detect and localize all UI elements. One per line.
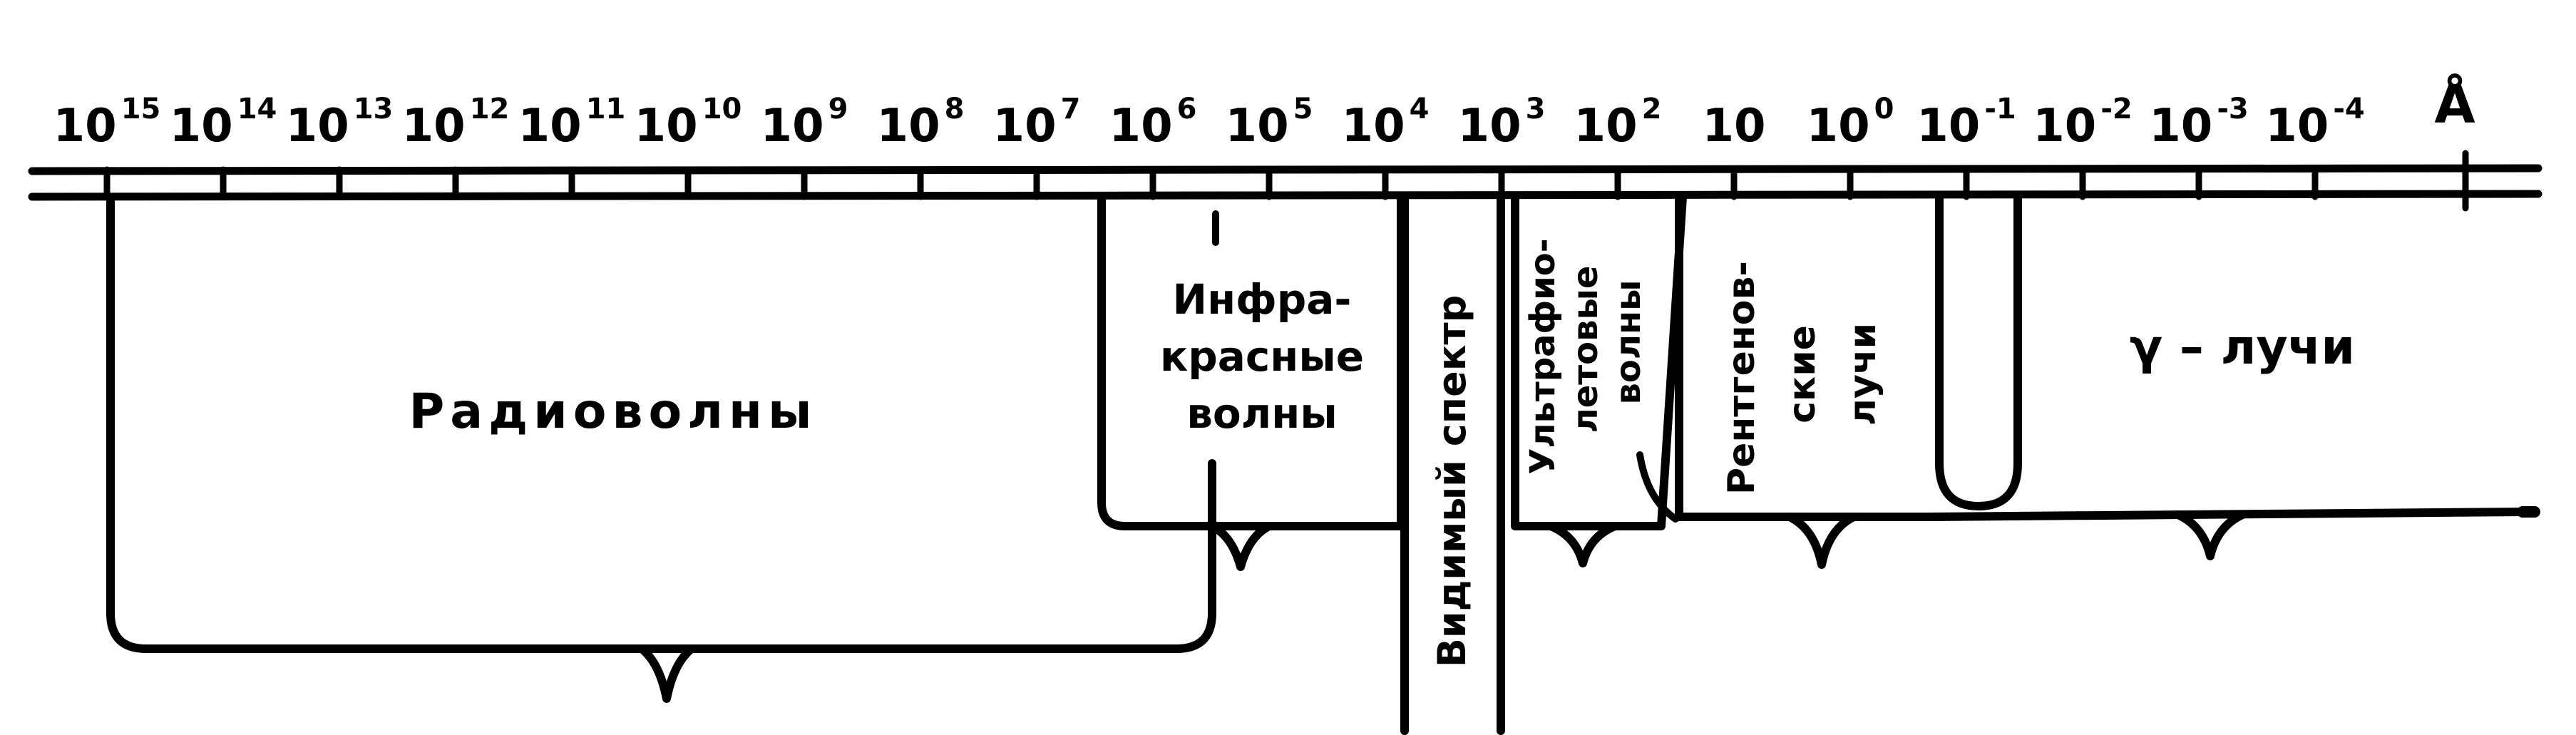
infrared-frame xyxy=(1097,195,1405,530)
infrared-label-line-2: красные xyxy=(1160,332,1364,381)
tick-exponent: 14 xyxy=(237,93,277,125)
tick-exponent: -4 xyxy=(2333,93,2364,125)
tick-exponent: 15 xyxy=(121,93,161,125)
scale-tick-label: 10-1 xyxy=(1916,93,2016,153)
radio-waves-frame xyxy=(106,195,1216,653)
tick-base: 10 xyxy=(402,100,466,153)
visible-spectrum-label: Видимый спектр xyxy=(1430,295,1474,668)
scale-upper-rail xyxy=(28,164,2542,175)
tick-exponent: 10 xyxy=(702,93,742,125)
tick-exponent: -3 xyxy=(2217,93,2248,125)
tick-base: 10 xyxy=(1807,100,1870,153)
tick-exponent: 11 xyxy=(586,93,626,125)
tick-exponent: 13 xyxy=(354,93,394,125)
ultraviolet-pointer xyxy=(1636,451,1679,523)
infrared-label-line-1: Инфра- xyxy=(1173,275,1352,324)
xray-label-line-1: Рентгенов- xyxy=(1720,261,1763,495)
tick-base: 10 xyxy=(877,100,940,153)
gamma-baseline xyxy=(1924,508,2528,521)
xray-label-line-2: ские xyxy=(1781,325,1824,423)
scale-tick-label: 10-2 xyxy=(2033,93,2133,153)
tick-exponent: 4 xyxy=(1410,93,1430,125)
tick-base: 10 xyxy=(53,100,117,153)
tick-exponent: 6 xyxy=(1177,93,1197,125)
tick-exponent: 2 xyxy=(1642,93,1662,125)
tick-base: 10 xyxy=(2149,100,2212,153)
tick-base: 10 xyxy=(993,100,1057,153)
gamma-rays-label: γ – лучи xyxy=(2130,319,2355,376)
radio-waves-label: Радиоволны xyxy=(409,384,817,440)
region-labels: Радиоволны Инфра- красные волны Видимый … xyxy=(409,238,2355,667)
tick-base: 10 xyxy=(286,100,349,153)
scale-tick-label: 10-3 xyxy=(2149,93,2249,153)
tick-base: 10 xyxy=(1109,100,1173,153)
infrared-brace xyxy=(1208,522,1273,571)
tick-base: 10 xyxy=(761,100,824,153)
tick-exponent: 8 xyxy=(945,93,965,125)
tick-exponent: 12 xyxy=(470,93,510,125)
gamma-u-bracket xyxy=(1935,192,2022,510)
tick-exponent: 5 xyxy=(1293,93,1313,125)
ultraviolet-label-line-2: летовые xyxy=(1566,266,1606,433)
tick-base: 10 xyxy=(518,100,582,153)
tick-base: 10 xyxy=(1226,100,1289,153)
tick-base: 10 xyxy=(1458,100,1522,153)
ultraviolet-label-line-3: волны xyxy=(1608,279,1648,404)
tick-exponent: 3 xyxy=(1526,93,1546,125)
tick-base: 10 xyxy=(1574,100,1638,153)
ultraviolet-brace xyxy=(1546,522,1619,567)
tick-exponent: -2 xyxy=(2100,93,2132,125)
tick-base: 10 xyxy=(1916,100,1980,153)
xray-brace xyxy=(1785,513,1858,569)
infrared-label-line-3: волны xyxy=(1186,389,1338,438)
radio-waves-brace xyxy=(637,644,696,703)
tick-exponent: 9 xyxy=(828,93,848,125)
gamma-brace xyxy=(2174,510,2247,560)
region-brackets xyxy=(106,192,2540,735)
scale-tick-label: 10-4 xyxy=(2265,93,2365,153)
ultraviolet-label-line-1: Ультрафио- xyxy=(1523,238,1563,474)
scale-lower-rail xyxy=(28,190,2542,201)
tick-base: 10 xyxy=(2033,100,2096,153)
tick-base: 10 xyxy=(1702,100,1765,153)
xray-label-line-3: лучи xyxy=(1842,323,1884,426)
unit-label: Å xyxy=(2434,73,2475,135)
tick-exponent: 0 xyxy=(1874,93,1894,125)
tick-base: 10 xyxy=(170,100,233,153)
scale-tick-label: 10 xyxy=(1702,100,1765,153)
tick-exponent: 7 xyxy=(1061,93,1081,125)
tick-base: 10 xyxy=(2265,100,2329,153)
scale-rungs xyxy=(103,166,2319,200)
tick-base: 10 xyxy=(1342,100,1405,153)
ultraviolet-frame xyxy=(1511,192,1687,530)
tick-exponent: -1 xyxy=(1984,93,2016,125)
tick-base: 10 xyxy=(635,100,698,153)
